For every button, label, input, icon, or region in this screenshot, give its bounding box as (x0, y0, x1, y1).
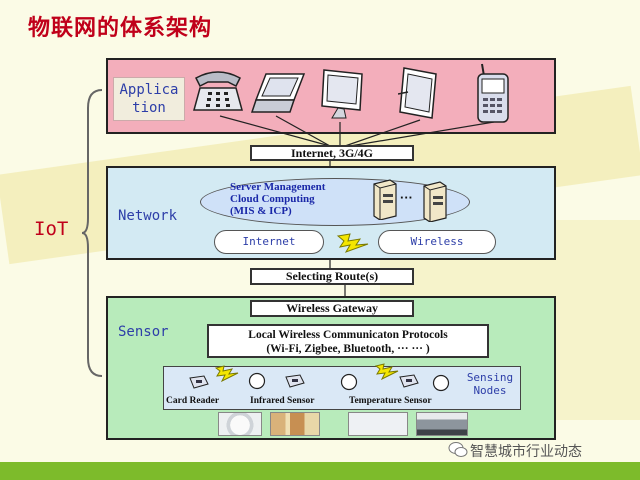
internet-cloud: Internet (214, 230, 324, 254)
wireless-cloud: Wireless (378, 230, 496, 254)
sensing-line2: Nodes (473, 384, 507, 397)
sensor-node-icon (340, 373, 358, 391)
wireless-gateway-bar: Wireless Gateway (250, 300, 414, 317)
watermark: 智慧城市行业动态 (470, 444, 582, 460)
application-label-line1: Applica (119, 82, 179, 98)
card-reader-label: Card Reader (166, 396, 220, 406)
sensor-label: Sensor (118, 324, 169, 340)
card-reader-icon (189, 375, 209, 389)
server-line3: (MIS & ICP) (230, 205, 292, 217)
infrared-sensor-icon (285, 374, 305, 388)
workers-photo (270, 412, 320, 436)
telephone-icon (193, 71, 243, 111)
network-label: Network (118, 208, 178, 224)
server-dots: ··· (400, 190, 413, 205)
server-line2: Cloud Computing (230, 193, 315, 205)
tablet-icon (398, 67, 437, 119)
application-label: Applica tion (113, 77, 185, 121)
footer-bar (0, 462, 640, 480)
mobile-phone-icon (477, 63, 509, 123)
temperature-sensor-label: Temperature Sensor (349, 396, 432, 406)
monitor-icon (321, 69, 363, 119)
server-line1: Server Management (230, 181, 326, 193)
server-text: Server Management Cloud Computing (MIS &… (230, 181, 380, 217)
wechat-icon (448, 442, 468, 457)
server-icon (373, 179, 397, 220)
iot-label: IoT (34, 218, 69, 240)
smoke-detector-photo (218, 412, 262, 436)
car-photo (416, 412, 468, 436)
internet-bar: Internet, 3G/4G (250, 145, 414, 161)
laptop-icon (250, 73, 306, 113)
panel-photo (348, 412, 408, 436)
application-label-line2: tion (132, 100, 166, 116)
sensing-line1: Sensing (466, 371, 514, 384)
lightning-icon (336, 233, 369, 253)
temperature-sensor-icon (399, 374, 419, 388)
infrared-sensor-label: Infrared Sensor (250, 396, 315, 406)
protocols-line1: Local Wireless Communicaton Protocols (248, 329, 448, 341)
protocols-box: Local Wireless Communicaton Protocols (W… (207, 324, 489, 358)
lightning-icon (214, 365, 239, 382)
lightning-icon (374, 363, 399, 380)
protocols-line2: (Wi-Fi, Zigbee, Bluetooth, ··· ··· ) (266, 343, 430, 355)
server-icon (423, 181, 447, 222)
selecting-route-bar: Selecting Route(s) (250, 268, 414, 285)
sensor-node-icon (248, 372, 266, 390)
sensor-node-icon (432, 374, 450, 392)
page-title: 物联网的体系架构 (28, 16, 213, 41)
sensing-nodes-label: Sensing Nodes (460, 371, 520, 397)
iot-brace (82, 89, 103, 377)
